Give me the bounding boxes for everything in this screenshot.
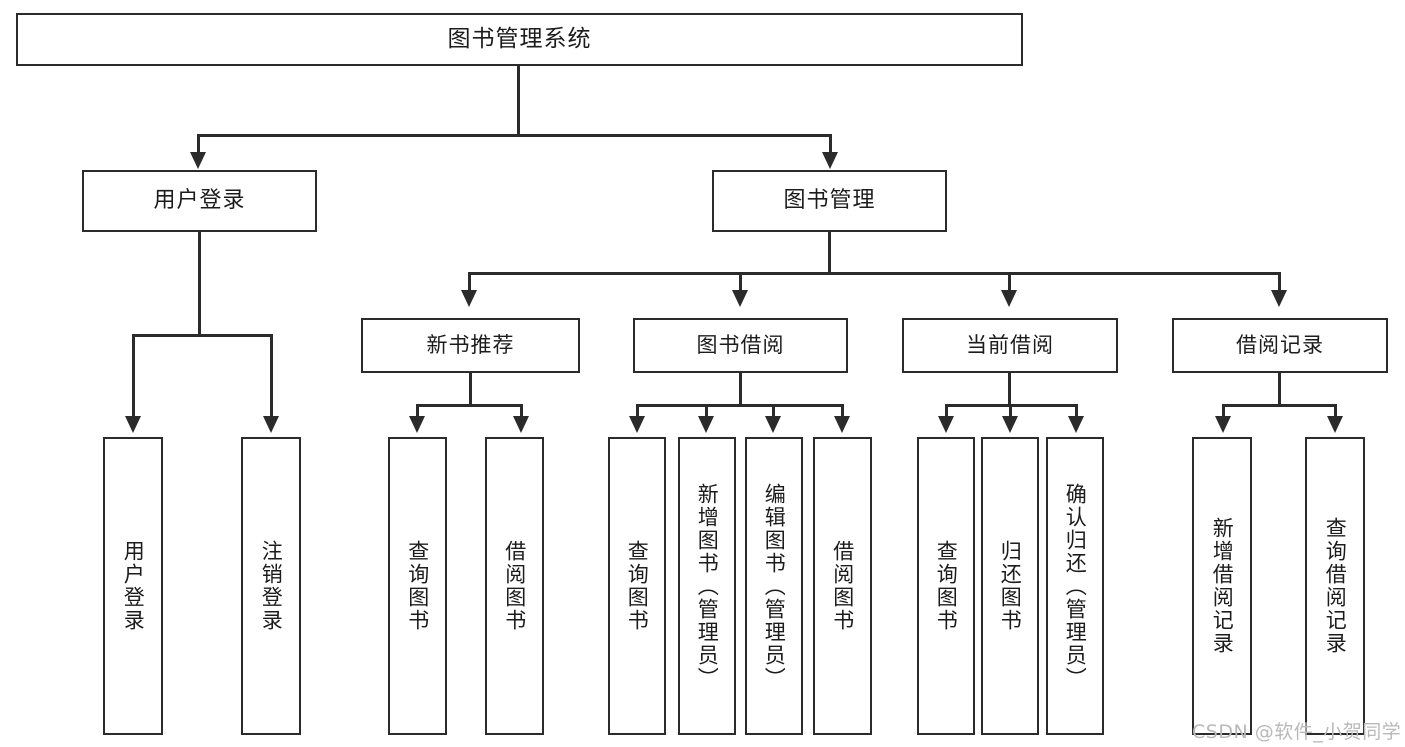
node-current-borrow[interactable]: 当前借阅 (902, 318, 1118, 373)
arrowhead-new-book-leaf-2 (513, 416, 529, 433)
connector-book-management-bus (468, 272, 1280, 275)
connector-book-borrow-leaf-4 (841, 404, 844, 419)
leaf-user-login-login[interactable]: 用户登录 (103, 437, 163, 735)
connector-current-borrow-leaf-3 (1075, 404, 1078, 419)
connector-new-book-bus (416, 404, 522, 407)
leaf-current-borrow-query-book[interactable]: 查询图书 (917, 437, 975, 735)
leaf-new-book-query-book[interactable]: 查询图书 (388, 437, 447, 735)
connector-user-login-leaf-1 (132, 334, 135, 419)
leaf-borrow-record-add-record[interactable]: 新增借阅记录 (1192, 437, 1252, 735)
node-label: 当前借阅 (966, 333, 1054, 358)
node-user-login[interactable]: 用户登录 (82, 170, 317, 232)
leaf-label: 新增图书（管理员） (695, 482, 720, 690)
arrowhead-new-book-leaf-1 (409, 416, 425, 433)
arrowhead-current-borrow-leaf-3 (1068, 416, 1084, 433)
connector-bm-to-current-borrow (1008, 272, 1011, 294)
leaf-label: 查询图书 (934, 540, 959, 632)
leaf-label: 查询借阅记录 (1323, 517, 1348, 655)
leaf-current-borrow-confirm-return-admin[interactable]: 确认归还（管理员） (1046, 437, 1104, 735)
node-label: 用户登录 (153, 188, 246, 214)
arrowhead-bm-to-book-borrow (732, 290, 748, 307)
connector-user-login-stem (198, 232, 201, 336)
arrowhead-borrow-record-leaf-1 (1215, 416, 1231, 433)
node-label: 图书管理 (783, 188, 876, 214)
leaf-current-borrow-return-book[interactable]: 归还图书 (981, 437, 1039, 735)
arrowhead-book-borrow-leaf-1 (629, 416, 645, 433)
arrowhead-book-borrow-leaf-4 (834, 416, 850, 433)
connector-borrow-record-stem (1278, 373, 1281, 406)
arrowhead-bm-to-borrow-record (1271, 290, 1287, 307)
connector-current-borrow-stem (1008, 373, 1011, 406)
arrowhead-current-borrow-leaf-2 (1002, 416, 1018, 433)
arrowhead-current-borrow-leaf-1 (938, 416, 954, 433)
connector-book-borrow-leaf-2 (705, 404, 708, 419)
arrowhead-bm-to-current-borrow (1001, 290, 1017, 307)
arrowhead-root-to-book-management (822, 152, 838, 169)
arrowhead-root-to-user-login (190, 152, 206, 169)
node-book-management[interactable]: 图书管理 (712, 170, 947, 232)
connector-root-to-user-login (197, 134, 200, 156)
node-new-book-recommend[interactable]: 新书推荐 (361, 318, 580, 373)
leaf-label: 用户登录 (121, 540, 146, 632)
connector-borrow-record-leaf-2 (1334, 404, 1337, 419)
connector-new-book-leaf-2 (520, 404, 523, 419)
leaf-label: 借阅图书 (502, 540, 527, 632)
leaf-label: 归还图书 (998, 540, 1023, 632)
connector-bm-to-borrow-record (1278, 272, 1281, 294)
leaf-book-borrow-query-book[interactable]: 查询图书 (608, 437, 666, 735)
connector-new-book-leaf-1 (416, 404, 419, 419)
arrowhead-bm-to-new-book (461, 290, 477, 307)
csdn-watermark: CSDN @软件_小贺同学 (1192, 721, 1402, 743)
leaf-label: 新增借阅记录 (1210, 517, 1235, 655)
leaf-label: 确认归还（管理员） (1063, 482, 1088, 690)
leaf-label: 查询图书 (405, 540, 430, 632)
node-label: 新书推荐 (426, 333, 515, 358)
connector-root-to-book-management (829, 134, 832, 156)
leaf-user-login-logout[interactable]: 注销登录 (241, 437, 301, 735)
connector-root-bus (197, 134, 830, 137)
node-book-borrow[interactable]: 图书借阅 (633, 318, 848, 373)
connector-book-borrow-leaf-3 (772, 404, 775, 419)
connector-borrow-record-leaf-1 (1222, 404, 1225, 419)
leaf-label: 编辑图书（管理员） (762, 482, 787, 690)
arrowhead-user-login-leaf-1 (125, 416, 141, 433)
node-root-book-management-system[interactable]: 图书管理系统 (16, 13, 1023, 66)
node-label: 图书管理系统 (447, 26, 592, 53)
connector-new-book-stem (469, 373, 472, 406)
leaf-book-borrow-borrow-book[interactable]: 借阅图书 (813, 437, 872, 735)
connector-book-borrow-leaf-1 (636, 404, 639, 419)
connector-user-login-leaf-2 (270, 334, 273, 419)
connector-bm-to-book-borrow (739, 272, 742, 294)
node-label: 借阅记录 (1236, 333, 1324, 358)
connector-book-borrow-bus (636, 404, 843, 407)
connector-user-login-bus (132, 334, 270, 337)
leaf-label: 借阅图书 (830, 540, 855, 632)
node-borrow-record[interactable]: 借阅记录 (1172, 318, 1388, 373)
arrowhead-user-login-leaf-2 (263, 416, 279, 433)
connector-book-management-stem (828, 232, 831, 274)
leaf-borrow-record-query-record[interactable]: 查询借阅记录 (1305, 437, 1365, 735)
connector-borrow-record-bus (1222, 404, 1336, 407)
connector-bm-to-new-book (468, 272, 471, 294)
arrowhead-book-borrow-leaf-2 (698, 416, 714, 433)
arrowhead-borrow-record-leaf-2 (1327, 416, 1343, 433)
leaf-label: 注销登录 (259, 540, 284, 632)
arrowhead-book-borrow-leaf-3 (765, 416, 781, 433)
connector-book-borrow-stem (739, 373, 742, 406)
leaf-book-borrow-edit-book-admin[interactable]: 编辑图书（管理员） (745, 437, 803, 735)
leaf-book-borrow-add-book-admin[interactable]: 新增图书（管理员） (678, 437, 736, 735)
leaf-label: 查询图书 (625, 540, 650, 632)
connector-root-stem (517, 66, 520, 135)
connector-current-borrow-leaf-2 (1009, 404, 1012, 419)
leaf-new-book-borrow-book[interactable]: 借阅图书 (485, 437, 544, 735)
node-label: 图书借阅 (696, 333, 785, 358)
connector-current-borrow-leaf-1 (945, 404, 948, 419)
